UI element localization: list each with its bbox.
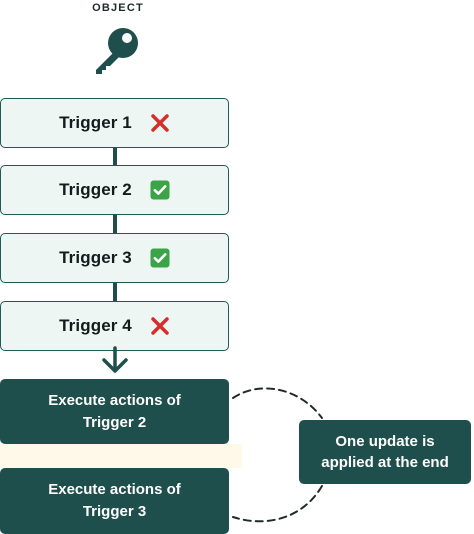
trigger-3-label: Trigger 3 <box>59 248 132 267</box>
key-icon <box>96 28 138 74</box>
cross-icon <box>150 316 170 336</box>
cross-icon <box>150 113 170 133</box>
trigger-1-box: Trigger 1 <box>0 98 229 148</box>
update-summary-text: One update is applied at the end <box>321 431 449 473</box>
execute-line-1: Execute actions of <box>48 391 181 409</box>
connector-1-2 <box>113 148 117 165</box>
trigger-4-label: Trigger 4 <box>59 316 132 335</box>
trigger-1-label: Trigger 1 <box>59 113 132 132</box>
execute-trigger-2-box: Execute actions of Trigger 2 <box>0 379 229 444</box>
trigger-2-box: Trigger 2 <box>0 165 229 215</box>
execute-trigger-3-box: Execute actions of Trigger 3 <box>0 468 229 534</box>
execute-line-2: Trigger 3 <box>82 503 147 520</box>
execute-trigger-3-text: Execute actions of Trigger 3 <box>48 479 181 523</box>
execute-line-1: Execute actions of <box>48 481 181 498</box>
execute-separator <box>0 444 242 468</box>
trigger-3-box: Trigger 3 <box>0 233 229 283</box>
trigger-4-box: Trigger 4 <box>0 301 229 351</box>
object-label: OBJECT <box>92 2 144 14</box>
trigger-2-label: Trigger 2 <box>59 180 132 199</box>
execute-trigger-2-text: Execute actions of Trigger 2 <box>48 390 181 434</box>
check-icon <box>150 248 170 268</box>
connector-2-3 <box>113 215 117 233</box>
connector-3-4 <box>113 283 117 301</box>
update-line-2: applied at the end <box>321 454 449 471</box>
update-line-1: One update is <box>335 433 435 450</box>
execute-line-2: Trigger 2 <box>82 413 147 431</box>
update-summary-box: One update is applied at the end <box>299 420 471 484</box>
check-icon <box>150 180 170 200</box>
arrow-down-icon <box>102 346 128 373</box>
